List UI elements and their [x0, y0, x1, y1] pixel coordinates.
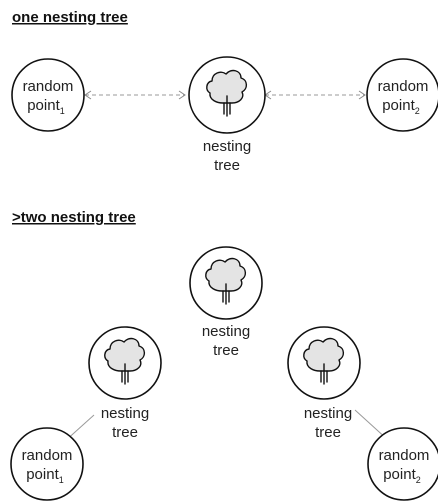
tree-label: tree: [214, 157, 240, 174]
random-point-label: random: [378, 78, 429, 95]
nesting-label: nesting: [202, 323, 250, 340]
section1-title: one nesting tree: [12, 9, 128, 26]
nesting-tree-left: nesting tree: [88, 326, 162, 441]
tree-label: tree: [315, 424, 341, 441]
random-point-label: random: [379, 447, 430, 464]
nesting-tree-right: nesting tree: [287, 326, 361, 441]
random-point-label: random: [22, 447, 73, 464]
nesting-label: nesting: [304, 405, 352, 422]
point-label: point1: [27, 97, 65, 116]
arrowhead: [358, 90, 366, 100]
tree-label: tree: [213, 342, 239, 359]
point-label: point1: [26, 466, 64, 485]
arrowhead: [84, 90, 92, 100]
section2-title: >two nesting tree: [12, 209, 136, 226]
random-point-1-bottom: random point1: [10, 427, 84, 501]
nesting-label: nesting: [203, 138, 251, 155]
nesting-tree-node: nesting tree: [188, 56, 266, 174]
random-point-2-bottom: random point2: [367, 427, 438, 501]
point-label: point2: [383, 466, 421, 485]
point-label: point2: [382, 97, 420, 116]
nesting-tree-top: nesting tree: [189, 246, 263, 359]
random-point-label: random: [23, 78, 74, 95]
nesting-label: nesting: [101, 405, 149, 422]
random-point-2: random point2: [366, 58, 438, 132]
tree-label: tree: [112, 424, 138, 441]
random-point-1: random point1: [11, 58, 85, 132]
arrowhead: [178, 90, 186, 100]
